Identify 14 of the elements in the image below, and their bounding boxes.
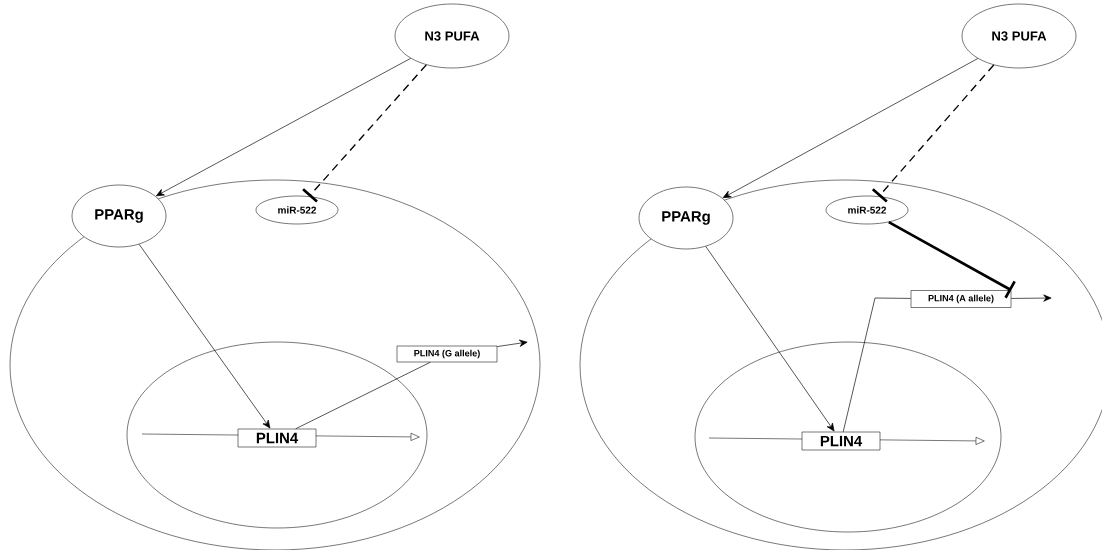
arrow [705,246,835,432]
arrow [1010,294,1052,302]
nucleus-ellipse [694,341,1002,533]
arrow [302,64,427,203]
arrow [138,243,271,429]
cell-ellipse [9,179,541,550]
arrow [496,339,528,347]
gene-box: PLIN4 [237,428,317,448]
arrow [156,58,411,197]
arrow [722,58,979,199]
arrow [888,220,1016,299]
gene-box: PLIN4 [801,431,881,451]
transcript-box: PLIN4 (A allele) [910,290,1012,308]
transcript-box: PLIN4 (G allele) [396,345,498,363]
